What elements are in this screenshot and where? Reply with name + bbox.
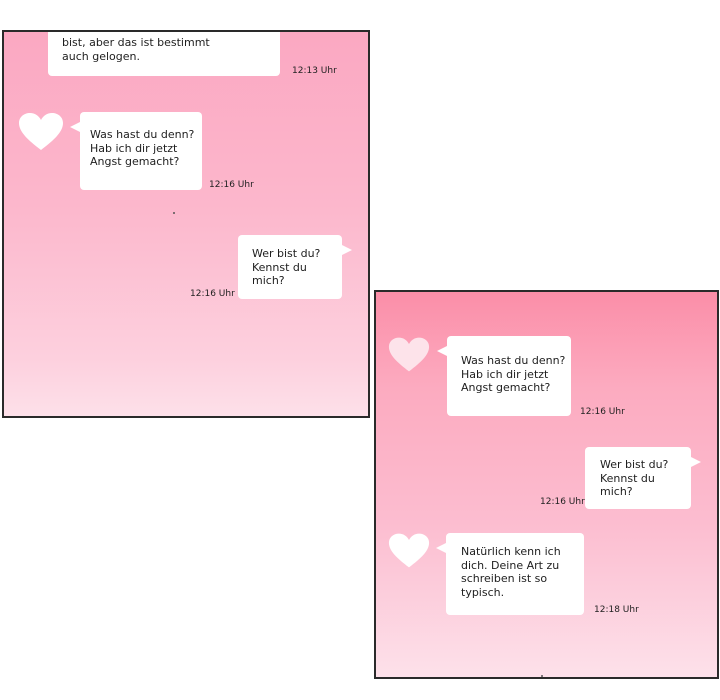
message-text-line: schreiben ist so bbox=[461, 572, 548, 585]
message-text-line: dich. Deine Art zu bbox=[461, 558, 560, 572]
heart-icon bbox=[19, 113, 63, 150]
message-bubble-incoming: Was hast du denn? Hab ich dir jetzt Angs… bbox=[70, 112, 202, 190]
message-bubble-incoming: Was hast du denn? Hab ich dir jetzt Angs… bbox=[437, 336, 571, 416]
message-text-line: Hab ich dir jetzt bbox=[461, 367, 549, 381]
message-text-line: Angst gemacht? bbox=[461, 381, 551, 394]
message-timestamp: 12:16 Uhr bbox=[190, 289, 235, 299]
message-text-line: Was hast du denn? bbox=[461, 354, 566, 367]
speck bbox=[541, 675, 543, 677]
chat-panel-bottom-right: Was hast du denn? Hab ich dir jetzt Angs… bbox=[374, 290, 719, 679]
message-text-line: Was hast du denn? bbox=[90, 128, 195, 141]
message-bubble-outgoing: Wer bist du? Kennst du mich? bbox=[238, 235, 352, 299]
message-text-line: Wer bist du? bbox=[252, 247, 321, 260]
message-text-line: Kennst du bbox=[252, 260, 307, 274]
message-timestamp: 12:18 Uhr bbox=[594, 605, 639, 615]
heart-icon bbox=[388, 533, 430, 568]
message-text-line: typisch. bbox=[461, 585, 505, 599]
message-text-line: Wer bist du? bbox=[600, 458, 669, 471]
message-bubble-outgoing: Wer bist du? Kennst du mich? bbox=[585, 447, 701, 509]
message-timestamp: 12:16 Uhr bbox=[580, 407, 625, 417]
message-text-line: auch gelogen. bbox=[62, 49, 140, 63]
message-text-line: Natürlich kenn ich bbox=[461, 545, 561, 558]
message-text-line: Kennst du bbox=[600, 471, 655, 485]
message-timestamp: 12:16 Uhr bbox=[209, 180, 254, 190]
message-timestamp: 12:13 Uhr bbox=[292, 66, 337, 76]
heart-icon bbox=[388, 337, 430, 372]
message-bubble-incoming: bist, aber das ist bestimmt auch gelogen… bbox=[48, 32, 280, 76]
chat-panel-top-left: bist, aber das ist bestimmt auch gelogen… bbox=[2, 30, 370, 418]
message-text-line: Hab ich dir jetzt bbox=[90, 141, 178, 155]
message-text-line: mich? bbox=[600, 485, 633, 498]
message-text-line: Angst gemacht? bbox=[90, 155, 180, 168]
speck bbox=[173, 212, 175, 214]
message-timestamp: 12:16 Uhr bbox=[540, 497, 585, 507]
message-text-line: bist, aber das ist bestimmt bbox=[62, 36, 210, 49]
message-text-line: mich? bbox=[252, 274, 285, 287]
message-bubble-incoming: Natürlich kenn ich dich. Deine Art zu sc… bbox=[436, 533, 584, 615]
